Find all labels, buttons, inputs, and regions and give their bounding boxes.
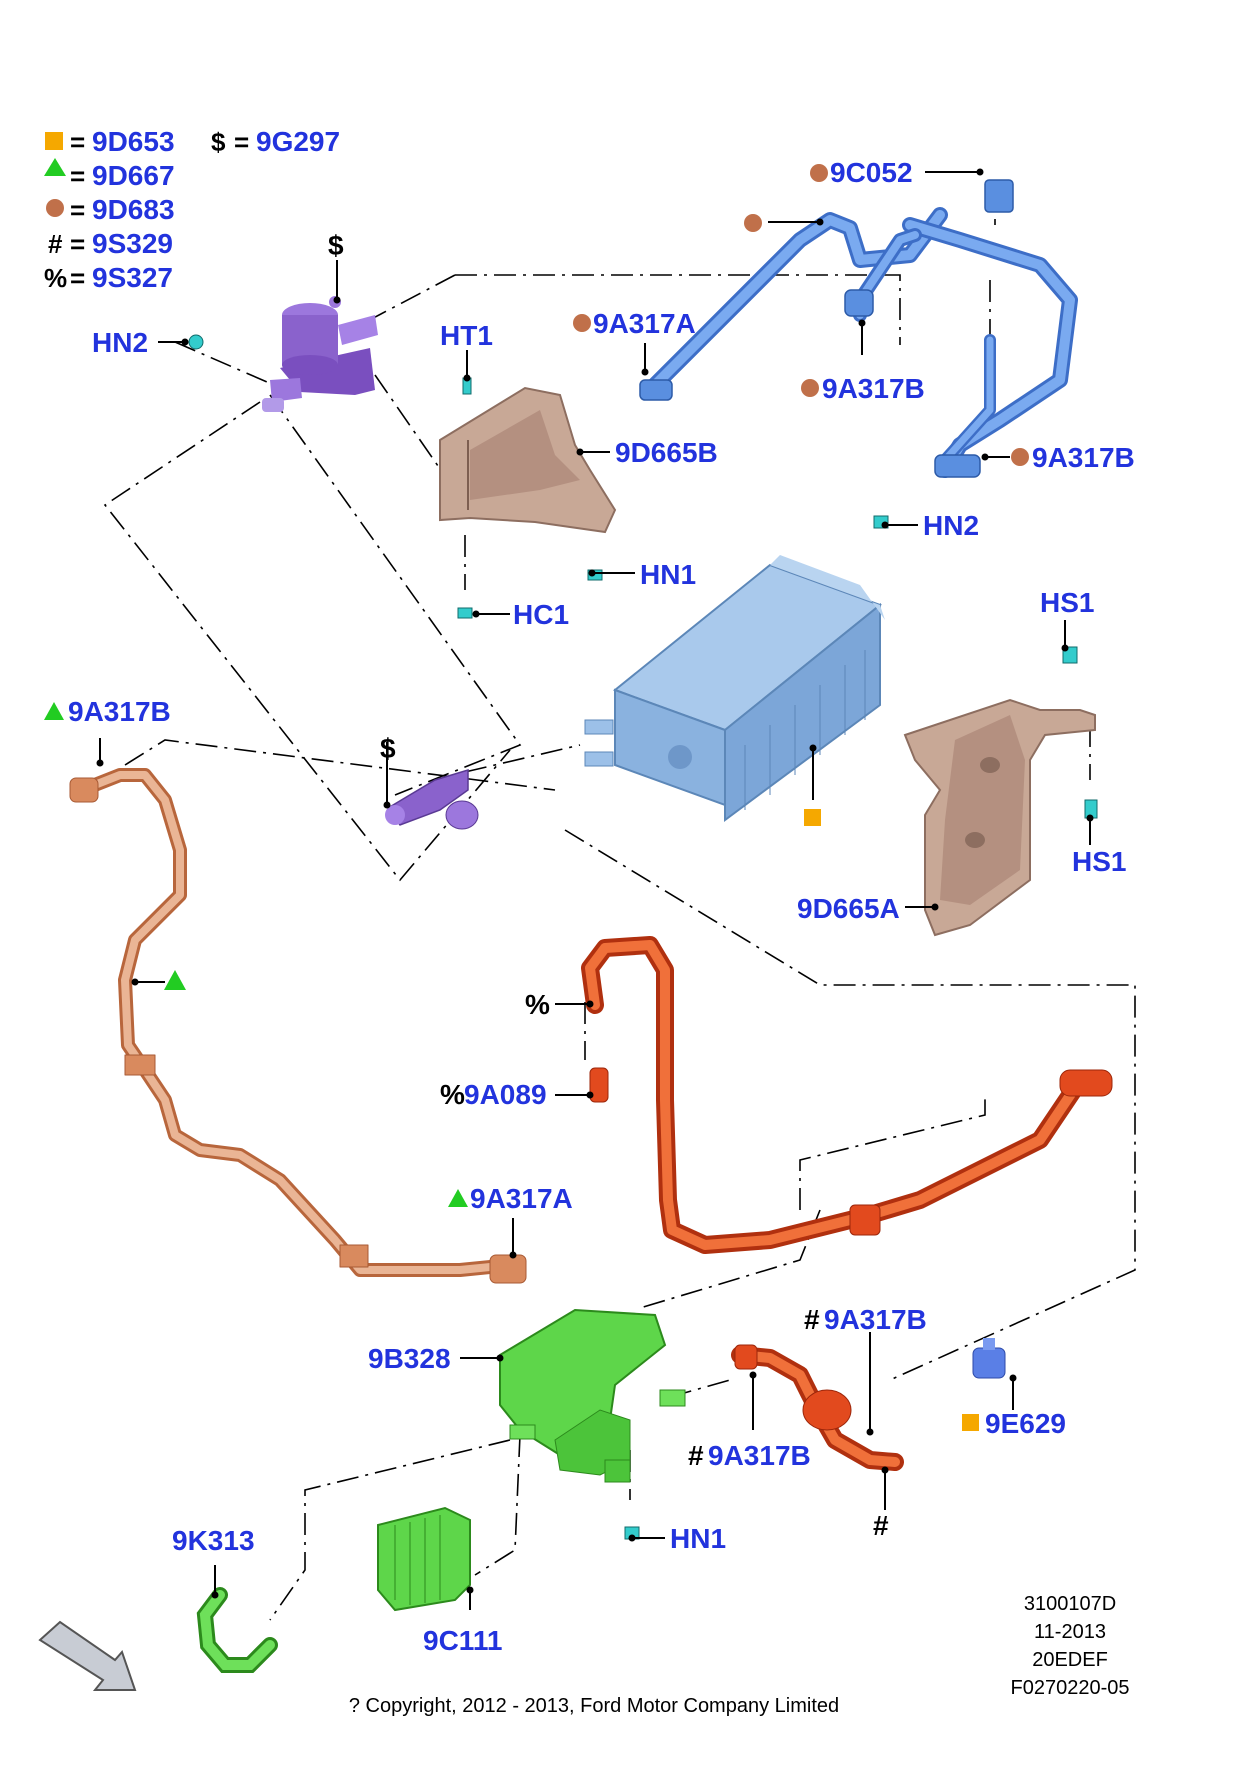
label-dollar-top: $ [328, 230, 344, 261]
label-9e629: 9E629 [985, 1408, 1066, 1439]
label-percent: % [525, 989, 550, 1020]
circle-marker-icon [744, 214, 762, 232]
bracket-9d665a-part [903, 698, 1096, 937]
label-9c111: 9C111 [423, 1625, 502, 1656]
label-9a317a-low: 9A317A [470, 1183, 573, 1214]
direction-arrow-icon [38, 1620, 137, 1691]
label-hash-symbol-top: # [804, 1304, 820, 1335]
info-line-4: F0270220-05 [1011, 1677, 1130, 1699]
red-hash-hose-part [731, 1344, 904, 1471]
legend-eq: = [70, 161, 85, 191]
legend-9d683: 9D683 [92, 194, 175, 225]
triangle-marker-icon [448, 1189, 468, 1207]
legend-eq: = [234, 127, 249, 157]
legend-eq: = [70, 229, 85, 259]
info-line-3: 20EDEF [1032, 1649, 1108, 1671]
triangle-legend-icon [44, 158, 66, 176]
square-marker-icon [804, 809, 821, 826]
label-9a317b-hash-top: 9A317B [824, 1304, 927, 1335]
circle-marker-icon [1011, 448, 1029, 466]
bracket-9d665b-part [439, 386, 617, 534]
percent-legend-icon: % [44, 263, 67, 293]
label-hn2-right: HN2 [923, 510, 979, 541]
label-9a317b-right: 9A317B [1032, 442, 1135, 473]
label-9a317b-mid: 9A317B [822, 373, 925, 404]
triangle-marker-icon [164, 970, 186, 990]
label-9a089: 9A089 [464, 1079, 547, 1110]
fasteners [188, 334, 1098, 1540]
legend: = 9D653 = 9D667 = 9D683 # = 9S329 % = 9S… [44, 126, 340, 293]
green-9c111-part [377, 1506, 471, 1612]
copyright-text: ? Copyright, 2012 - 2013, Ford Motor Com… [349, 1695, 839, 1717]
label-9a317a-top: 9A317A [593, 308, 696, 339]
label-hs1-bottom: HS1 [1072, 846, 1126, 877]
legend-9d653: 9D653 [92, 126, 175, 157]
dollar-legend-icon: $ [211, 127, 226, 157]
label-9d665b: 9D665B [615, 437, 718, 468]
legend-eq: = [70, 127, 85, 157]
purge-solenoid-part [262, 296, 378, 412]
info-block: 3100107D 11-2013 20EDEF F0270220-05 [1011, 1593, 1130, 1699]
screw-hc1-icon [457, 607, 473, 619]
circle-marker-icon [573, 314, 591, 332]
label-9a317b-left: 9A317B [68, 696, 171, 727]
label-9a317b-hash-bottom: 9A317B [708, 1440, 811, 1471]
legend-9g297: 9G297 [256, 126, 340, 157]
blue-hose-connectors [639, 179, 1014, 478]
label-hn2-top: HN2 [92, 327, 148, 358]
circle-legend-icon [46, 199, 64, 217]
valve-9e629-part [972, 1338, 1006, 1379]
clip-hn2-top-icon [188, 334, 204, 350]
label-dollar-mid: $ [380, 733, 396, 764]
purple-elbow-part [385, 768, 479, 830]
screw-hn1-icon [587, 569, 603, 581]
square-marker-icon [962, 1414, 979, 1431]
label-hc1: HC1 [513, 599, 569, 630]
green-9b328-part [499, 1308, 686, 1483]
green-9k313-part [196, 1587, 278, 1673]
square-legend-icon [45, 132, 63, 150]
copper-hose-part [69, 768, 527, 1284]
info-line-1: 3100107D [1024, 1593, 1116, 1615]
red-purge-hose-part [581, 936, 1113, 1254]
label-9c052: 9C052 [830, 157, 913, 188]
triangle-marker-icon [44, 702, 64, 720]
label-9k313: 9K313 [172, 1525, 255, 1556]
label-hn1-top: HN1 [640, 559, 696, 590]
legend-9d667: 9D667 [92, 160, 175, 191]
leader-lines [96, 168, 1094, 1610]
part-labels: HN2 $ HT1 9D665B HN1 HC1 9C052 9A317A 9A… [68, 157, 1135, 1656]
label-markers [44, 164, 1029, 1431]
hash-legend-icon: # [48, 229, 63, 259]
label-hash-bottom: # [873, 1510, 889, 1541]
label-9b328: 9B328 [368, 1343, 451, 1374]
evap-canister-part [584, 555, 885, 822]
label-percent-9a089-symbol: % [440, 1079, 465, 1110]
circle-marker-icon [810, 164, 828, 182]
legend-9s327: 9S327 [92, 262, 173, 293]
label-9d665a: 9D665A [797, 893, 900, 924]
legend-9s329: 9S329 [92, 228, 173, 259]
info-line-2: 11-2013 [1034, 1621, 1106, 1643]
label-hs1-top: HS1 [1040, 587, 1094, 618]
label-hash-symbol-bottom: # [688, 1440, 704, 1471]
legend-eq: = [70, 263, 85, 293]
label-ht1: HT1 [440, 320, 493, 351]
legend-eq: = [70, 195, 85, 225]
circle-marker-icon [801, 379, 819, 397]
label-hn1-bottom: HN1 [670, 1523, 726, 1554]
